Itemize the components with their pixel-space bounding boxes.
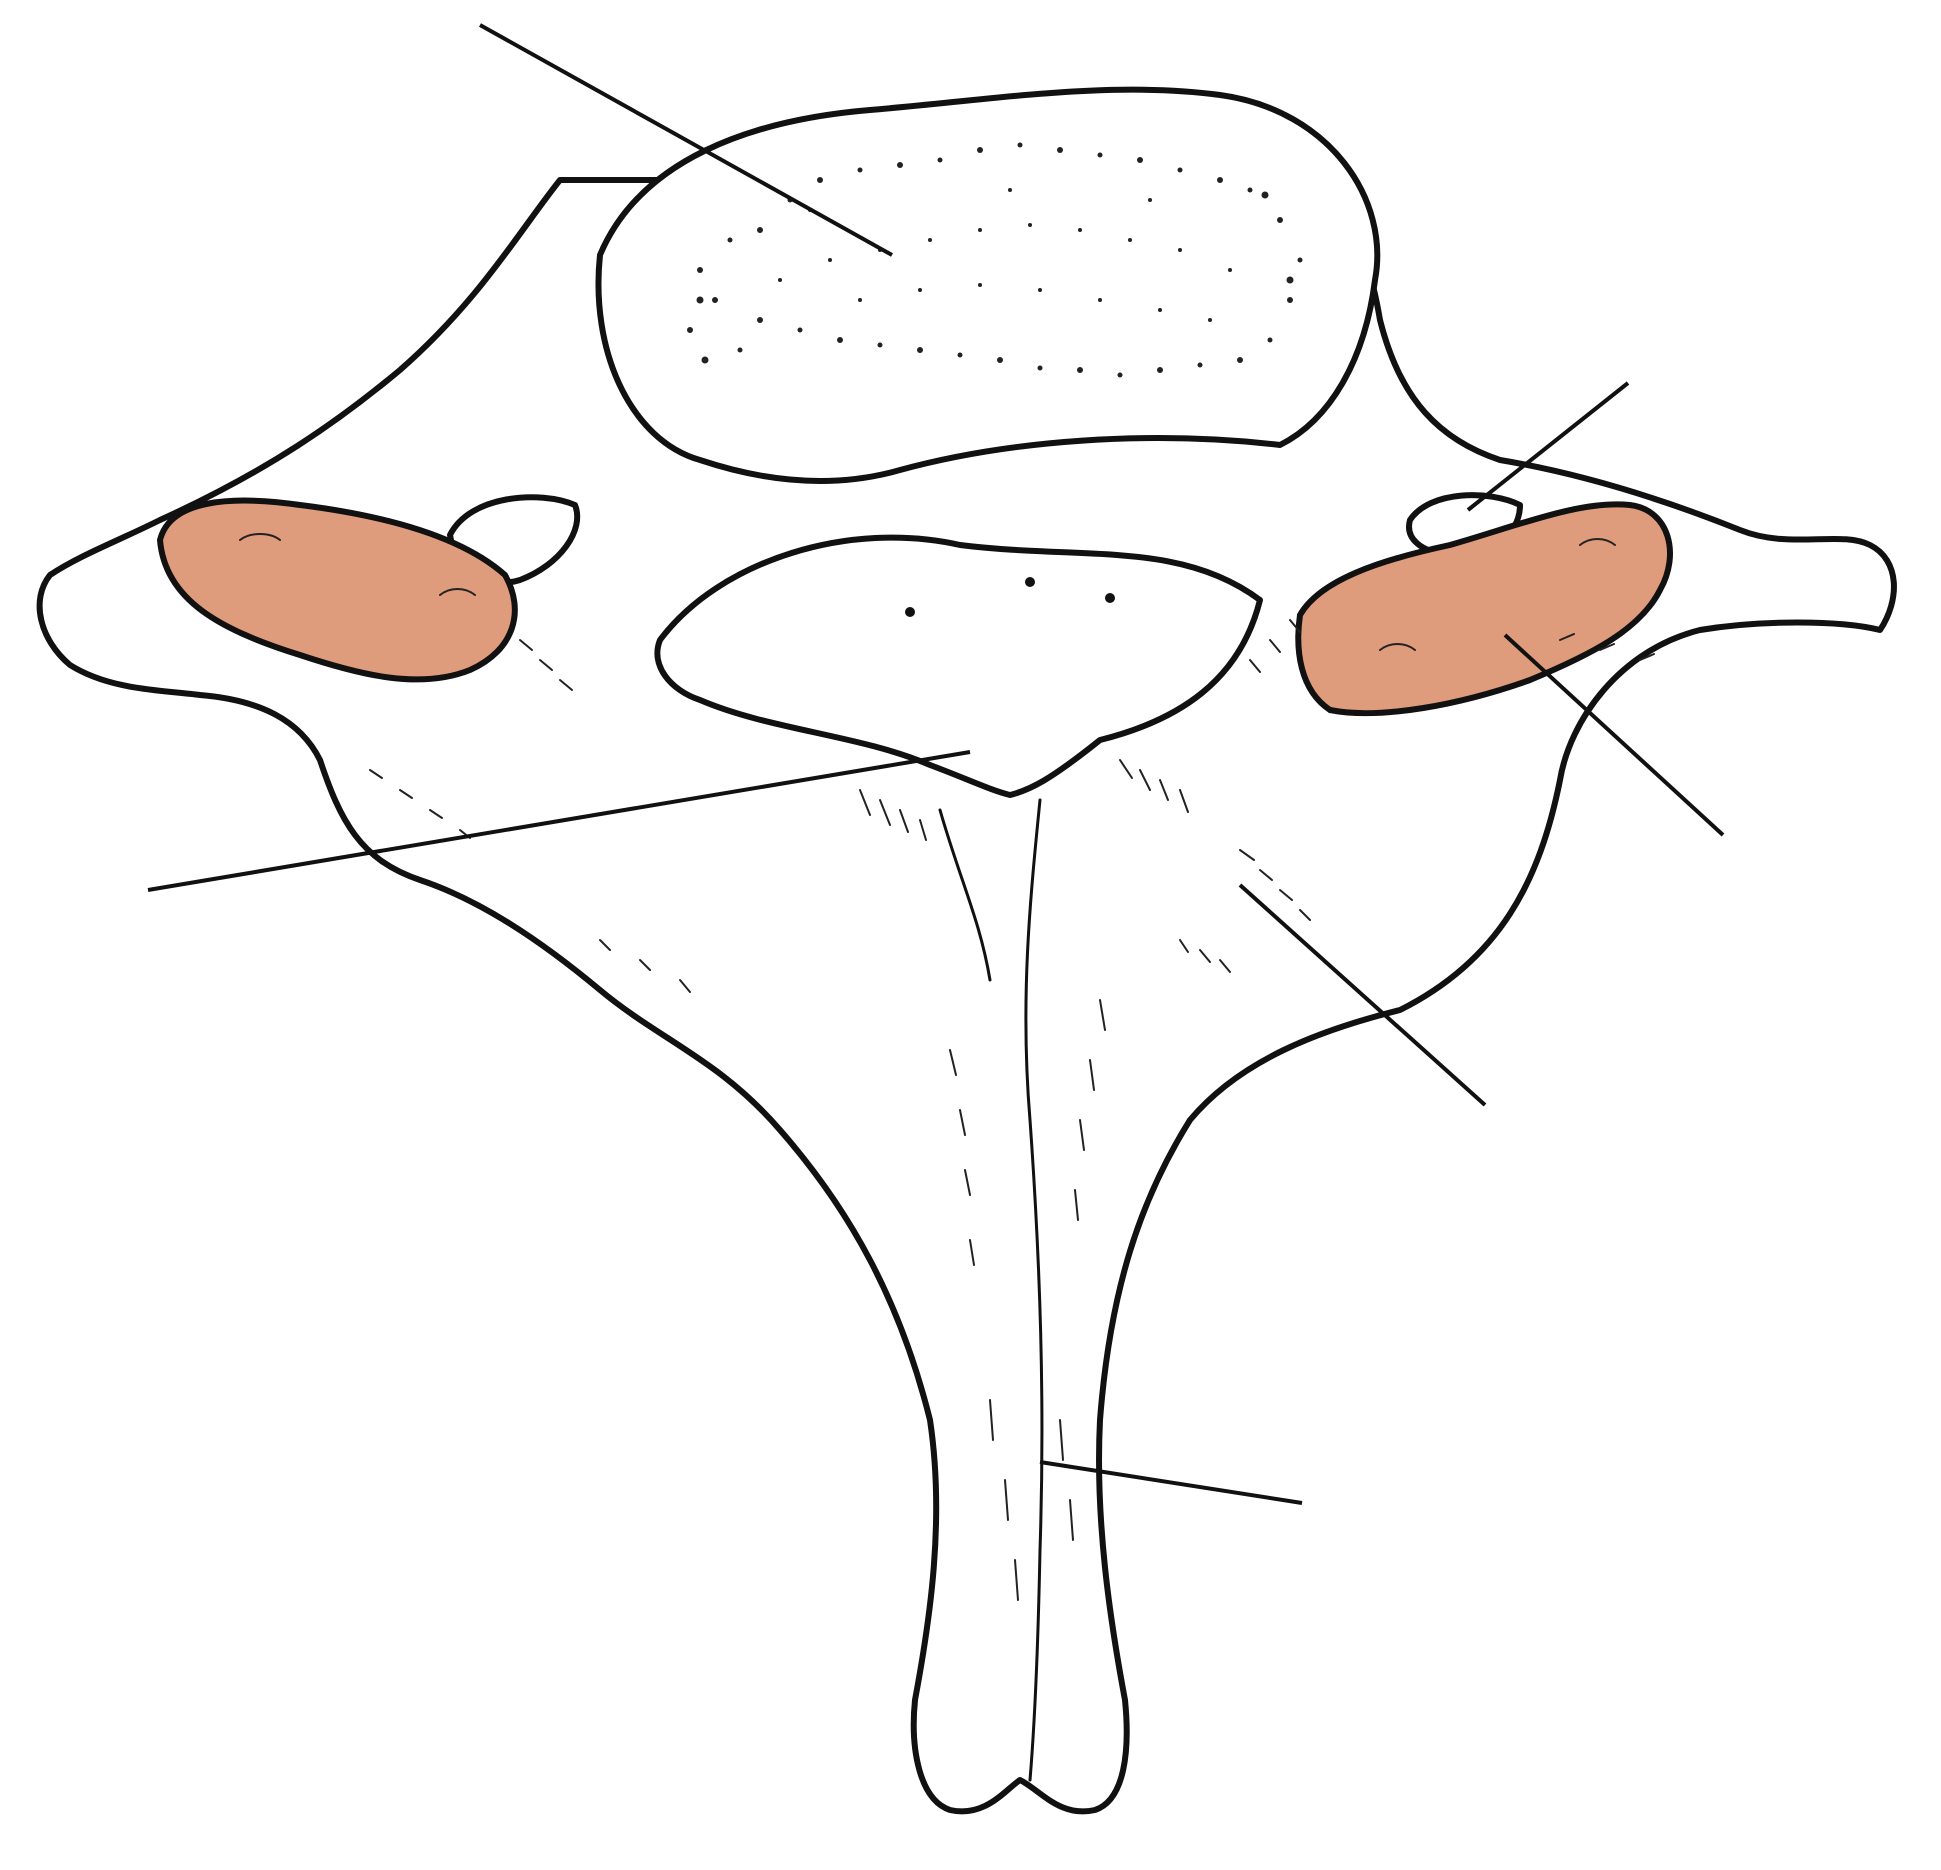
leader-vertebral-body [479, 23, 893, 257]
spinous-process-ridge [938, 808, 992, 982]
leader-transverse-foramen [1466, 381, 1630, 512]
leader-superior-articular-facet [1503, 633, 1725, 837]
leader-spinous-process [1039, 1460, 1303, 1505]
leader-vertebral-foramen [147, 750, 971, 892]
spinous-process-midline [1024, 798, 1044, 1782]
articular-facet-left [156, 497, 518, 683]
vertebral-body [595, 86, 1381, 484]
leader-lines [147, 23, 1725, 1505]
surface-hatching [239, 533, 1655, 1601]
nutrient-foramina [905, 577, 1115, 617]
articular-facet-right [1295, 501, 1673, 717]
leader-lamina [1238, 883, 1487, 1107]
